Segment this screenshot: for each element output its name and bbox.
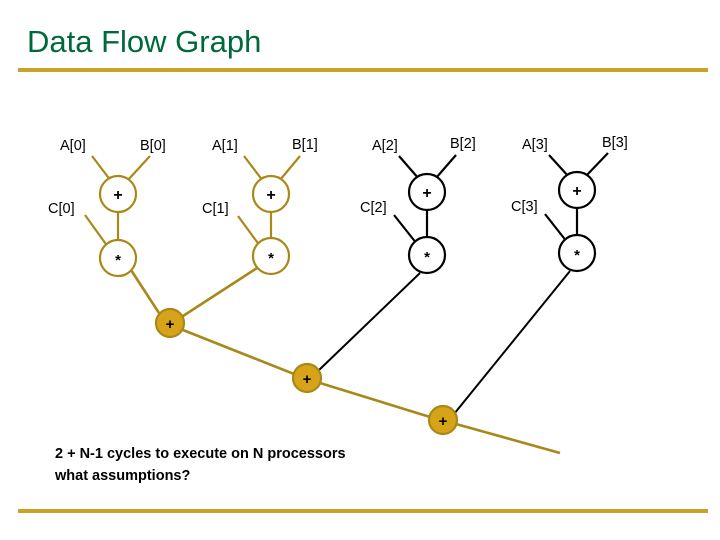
node-acc-3-glyph: + [439, 413, 448, 430]
node-acc-3[interactable] [427, 404, 459, 436]
node-acc-1[interactable] [154, 307, 186, 339]
edge-c3-to-mul3 [544, 213, 568, 243]
cluster-3: + * A[3] B[3] C[3] [511, 135, 628, 273]
label-c2: C[2] [360, 200, 387, 216]
edge-b1-to-add1 [279, 155, 301, 181]
edge-b2-to-add2 [435, 154, 457, 179]
node-mul-0[interactable] [98, 238, 138, 278]
label-a3: A[3] [522, 137, 548, 153]
page-title: Data Flow Graph [27, 24, 262, 59]
edge-b0-to-add0 [127, 155, 151, 181]
edge-c2-to-mul2 [393, 214, 418, 245]
footer-divider-bottom [18, 509, 708, 513]
title-divider-top [18, 68, 708, 72]
label-a2: A[2] [372, 138, 398, 154]
label-b0: B[0] [140, 138, 166, 154]
cluster-0: + * A[0] B[0] C[0] [48, 138, 166, 278]
node-acc-2-glyph: + [303, 371, 312, 388]
edge-a2-to-add2 [398, 155, 420, 180]
label-b3: B[3] [602, 135, 628, 151]
node-mul-1[interactable] [251, 236, 291, 276]
edge-mul0-to-acc1 [129, 269, 161, 314]
label-c3: C[3] [511, 199, 538, 215]
accumulator-nodes: + + + [154, 307, 459, 436]
label-a0: A[0] [60, 138, 86, 154]
label-a1: A[1] [212, 138, 238, 154]
edge-mul1-to-acc1 [182, 266, 258, 318]
node-add-2[interactable] [407, 172, 447, 212]
node-mul-2-glyph: * [424, 249, 430, 266]
edge-mul3-to-acc3 [453, 270, 571, 415]
reduction-edges [129, 266, 571, 455]
edge-mul2-to-acc2 [317, 272, 421, 372]
node-mul-3-glyph: * [574, 247, 580, 264]
edge-a0-to-add0 [91, 155, 112, 182]
edge-acc3-to-output [455, 422, 561, 455]
edge-a1-to-add1 [243, 155, 264, 182]
edge-b3-to-add3 [585, 152, 609, 177]
cluster-1: + * A[1] B[1] C[1] [202, 137, 318, 276]
label-c1: C[1] [202, 201, 229, 217]
cluster-2: + * A[2] B[2] C[2] [360, 136, 476, 275]
label-b1: B[1] [292, 137, 318, 153]
edge-acc1-to-acc2 [182, 328, 295, 376]
edge-c0-to-mul0 [84, 214, 109, 248]
node-add-1-glyph: + [266, 187, 275, 204]
edge-a3-to-add3 [548, 154, 570, 178]
node-add-3[interactable] [557, 170, 597, 210]
node-add-3-glyph: + [572, 183, 581, 200]
node-mul-3[interactable] [557, 233, 597, 273]
node-acc-1-glyph: + [166, 316, 175, 333]
node-mul-1-glyph: * [268, 250, 274, 267]
node-add-0-glyph: + [113, 187, 122, 204]
edge-acc2-to-acc3 [319, 381, 431, 419]
node-add-0[interactable] [98, 174, 138, 214]
edge-c1-to-mul1 [237, 215, 261, 247]
node-acc-2[interactable] [291, 362, 323, 394]
node-add-1[interactable] [251, 174, 291, 214]
slide-caption: 2 + N-1 cycles to execute on N processor… [55, 446, 346, 484]
node-mul-2[interactable] [407, 235, 447, 275]
node-add-2-glyph: + [422, 185, 431, 202]
node-mul-0-glyph: * [115, 252, 121, 269]
label-b2: B[2] [450, 136, 476, 152]
label-c0: C[0] [48, 201, 75, 217]
